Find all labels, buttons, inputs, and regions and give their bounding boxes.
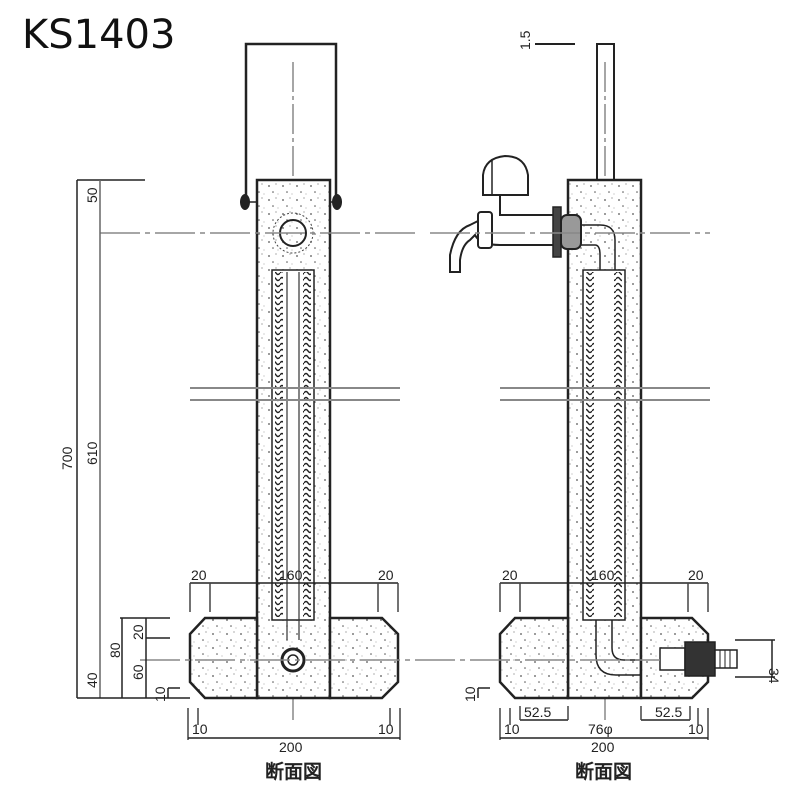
dim-10-side: 10 <box>152 686 168 702</box>
dim-20-right: 20 <box>688 567 704 583</box>
dim-80: 80 <box>107 642 123 658</box>
dim-10-left: 10 <box>504 721 520 737</box>
dim-10-right: 10 <box>378 721 394 737</box>
dim-10-right: 10 <box>688 721 704 737</box>
dim-52-5-right: 52.5 <box>655 704 682 720</box>
dim-1-5: 1.5 <box>517 30 533 50</box>
dim-200: 200 <box>591 739 615 755</box>
dim-160: 160 <box>591 567 615 583</box>
right-section-view: 1.5 <box>430 30 782 783</box>
dim-50: 50 <box>84 187 100 203</box>
dim-610: 610 <box>84 441 100 465</box>
product-code-title: KS1403 <box>22 12 176 58</box>
dim-10-side: 10 <box>462 686 478 702</box>
dim-20: 20 <box>130 624 146 640</box>
dim-40: 40 <box>84 672 100 688</box>
dim-76-phi: 76φ <box>588 721 613 737</box>
dim-60: 60 <box>130 664 146 680</box>
outlet-fitting-icon <box>659 641 738 677</box>
section-caption: 断面図 <box>265 760 322 783</box>
dim-34: 34 <box>766 668 782 684</box>
section-caption: 断面図 <box>575 760 632 783</box>
dim-20-left: 20 <box>191 567 207 583</box>
dim-20-left: 20 <box>502 567 518 583</box>
dim-200: 200 <box>279 739 303 755</box>
left-section-view: 50 700 610 80 20 60 40 10 20 160 20 10 1… <box>59 42 470 783</box>
dim-20-right: 20 <box>378 567 394 583</box>
dim-160: 160 <box>279 567 303 583</box>
dim-700: 700 <box>59 446 75 470</box>
dim-52-5-left: 52.5 <box>524 704 551 720</box>
faucet-icon <box>449 154 582 273</box>
dim-10-left: 10 <box>192 721 208 737</box>
